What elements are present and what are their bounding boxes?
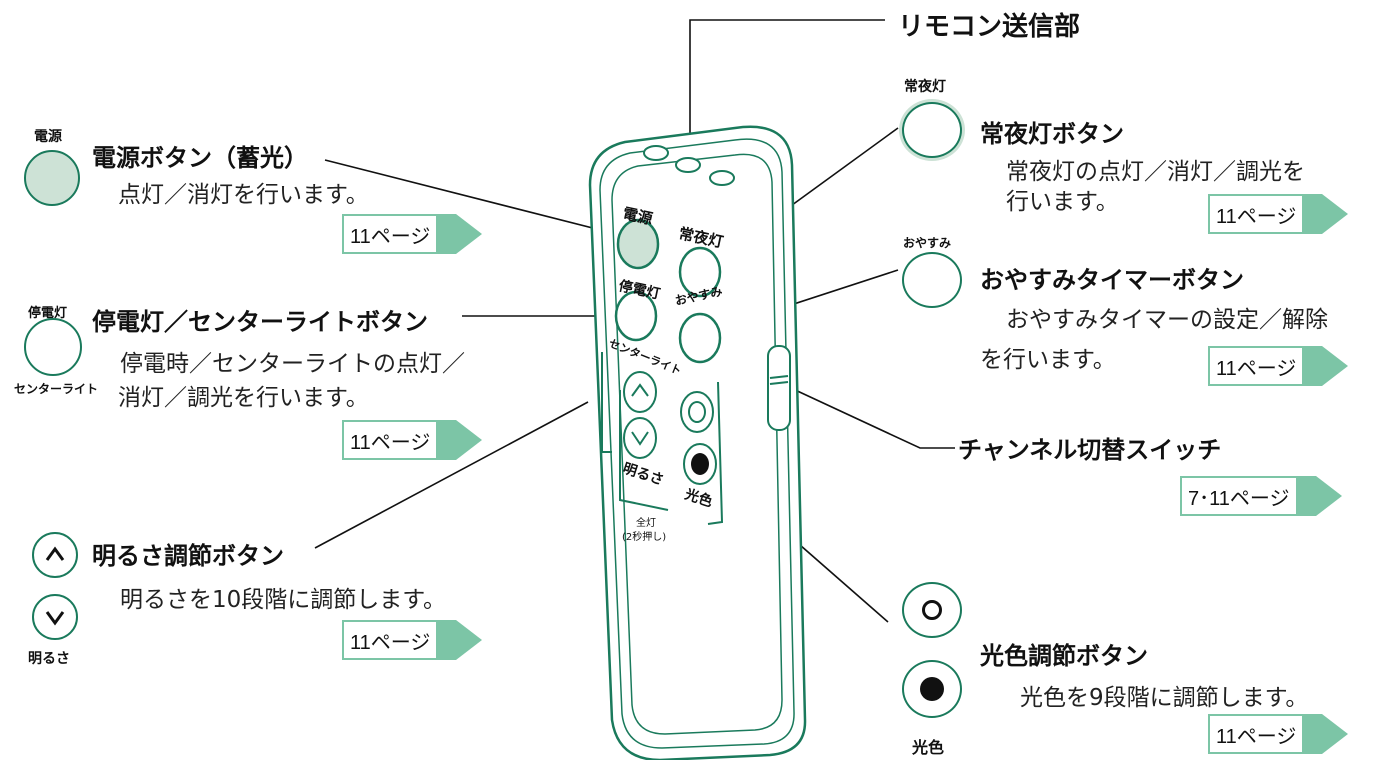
sleep-button-icon [902, 252, 962, 308]
sleep-desc-2: を行います。 [980, 347, 1116, 373]
remote-label-all-light: 全灯 [636, 516, 656, 529]
blackout-desc-2: 消灯／調光を行います。 [118, 385, 369, 411]
power-icon-label: 電源 [34, 129, 62, 145]
leader-channel [777, 381, 955, 449]
night-icon-label: 常夜灯 [904, 79, 946, 95]
blackout-page-label: 11ページ [342, 420, 439, 460]
channel-title: チャンネル切替スイッチ [958, 436, 1222, 464]
sleep-page-ref: 11ページ [1208, 346, 1349, 386]
ring-icon [922, 600, 942, 620]
center-icon-label: センターライト [14, 382, 99, 396]
color-icon-label: 光色 [912, 738, 945, 757]
sleep-desc-1: おやすみタイマーの設定／解除 [1006, 307, 1328, 333]
arrow-right-icon [456, 620, 483, 660]
brightness-title: 明るさ調節ボタン [92, 542, 284, 570]
remote-body [588, 125, 807, 760]
channel-page-ref: 7･11ページ [1180, 476, 1342, 516]
color-page-ref: 11ページ [1208, 714, 1349, 754]
blackout-button-icon [24, 318, 82, 376]
color-page-label: 11ページ [1208, 714, 1305, 754]
blackout-icon-label: 停電灯 [28, 306, 68, 321]
leader-brightness [314, 401, 589, 549]
leader-lines [314, 19, 955, 623]
night-page-label: 11ページ [1208, 194, 1305, 234]
brightness-page-ref: 11ページ [342, 620, 483, 660]
sleep-icon-label: おやすみ [903, 236, 952, 250]
chevron-up-icon [45, 546, 65, 561]
arrow-right-icon [456, 214, 483, 254]
dot-icon [920, 677, 944, 701]
power-title: 電源ボタン（蓄光） [92, 144, 308, 172]
brightness-up-icon [32, 532, 78, 578]
brightness-icon-label: 明るさ [28, 651, 70, 667]
night-page-ref: 11ページ [1208, 194, 1349, 234]
power-button-icon [24, 150, 80, 206]
brightness-page-label: 11ページ [342, 620, 439, 660]
blackout-desc-1: 停電時／センターライトの点灯／ [120, 351, 465, 377]
blackout-title: 停電灯／センターライトボタン [92, 308, 428, 336]
remote-label-power: 電源 [621, 204, 654, 228]
sleep-page-label: 11ページ [1208, 346, 1305, 386]
night-title: 常夜灯ボタン [980, 120, 1124, 148]
remote-sender-title: リモコン送信部 [898, 12, 1081, 42]
chevron-down-icon [45, 611, 65, 626]
night-desc-1: 常夜灯の点灯／消灯／調光を [1006, 159, 1305, 185]
blackout-page-ref: 11ページ [342, 420, 483, 460]
power-desc: 点灯／消灯を行います。 [118, 182, 369, 208]
sleep-title: おやすみタイマーボタン [980, 266, 1244, 294]
arrow-right-icon [1322, 194, 1349, 234]
night-button-icon [902, 102, 962, 158]
power-page-label: 11ページ [342, 214, 439, 254]
arrow-right-icon [456, 420, 483, 460]
arrow-right-icon [1322, 714, 1349, 754]
brightness-desc: 明るさを10段階に調節します。 [120, 587, 446, 613]
color-title: 光色調節ボタン [980, 642, 1148, 670]
arrow-right-icon [1322, 346, 1349, 386]
remote-label-two-sec: (2秒押し) [622, 530, 666, 543]
night-desc-2: 行います。 [1006, 189, 1119, 215]
arrow-right-icon [1315, 476, 1342, 516]
color-desc: 光色を9段階に調節します。 [1020, 685, 1309, 711]
leader-remote-sender [689, 19, 885, 160]
leader-power [324, 159, 633, 239]
brightness-down-icon [32, 594, 78, 640]
channel-page-label: 7･11ページ [1180, 476, 1298, 516]
power-page-ref: 11ページ [342, 214, 483, 254]
